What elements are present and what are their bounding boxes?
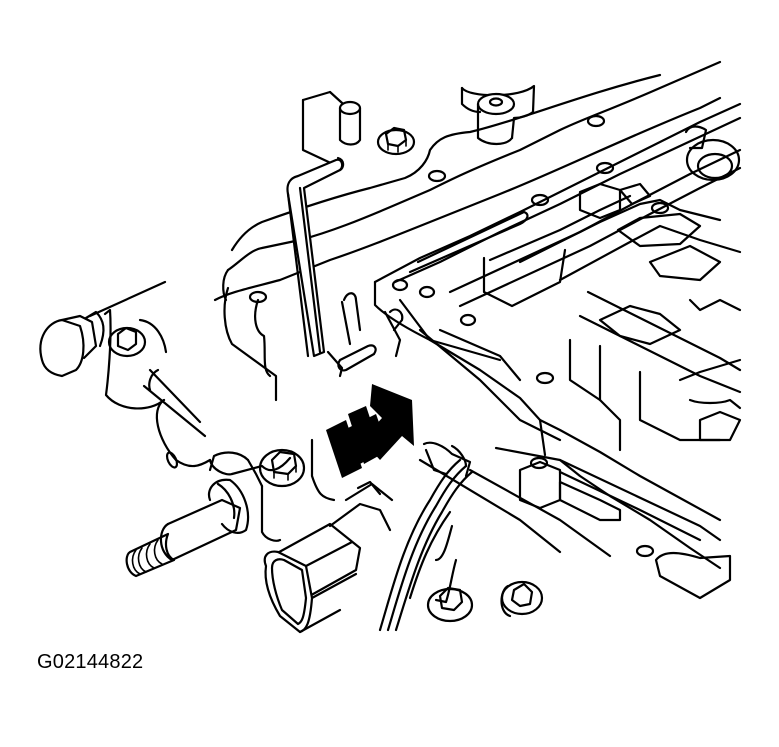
direction-arrow-icon <box>326 384 414 478</box>
wire-harness <box>378 441 474 632</box>
valve-body <box>373 102 742 600</box>
hex-bolt-right-top <box>684 125 741 182</box>
figure-caption: G02144822 <box>37 651 144 673</box>
hex-bolt-lower-1 <box>426 586 474 623</box>
left-housing <box>39 280 278 476</box>
electrical-connector <box>263 480 394 634</box>
hex-bolt-center <box>258 438 336 502</box>
hex-wrench-tool <box>286 156 377 378</box>
hex-bolt-top <box>376 126 416 156</box>
hex-bolt-lower-2 <box>500 580 544 618</box>
case-plate <box>213 60 722 304</box>
